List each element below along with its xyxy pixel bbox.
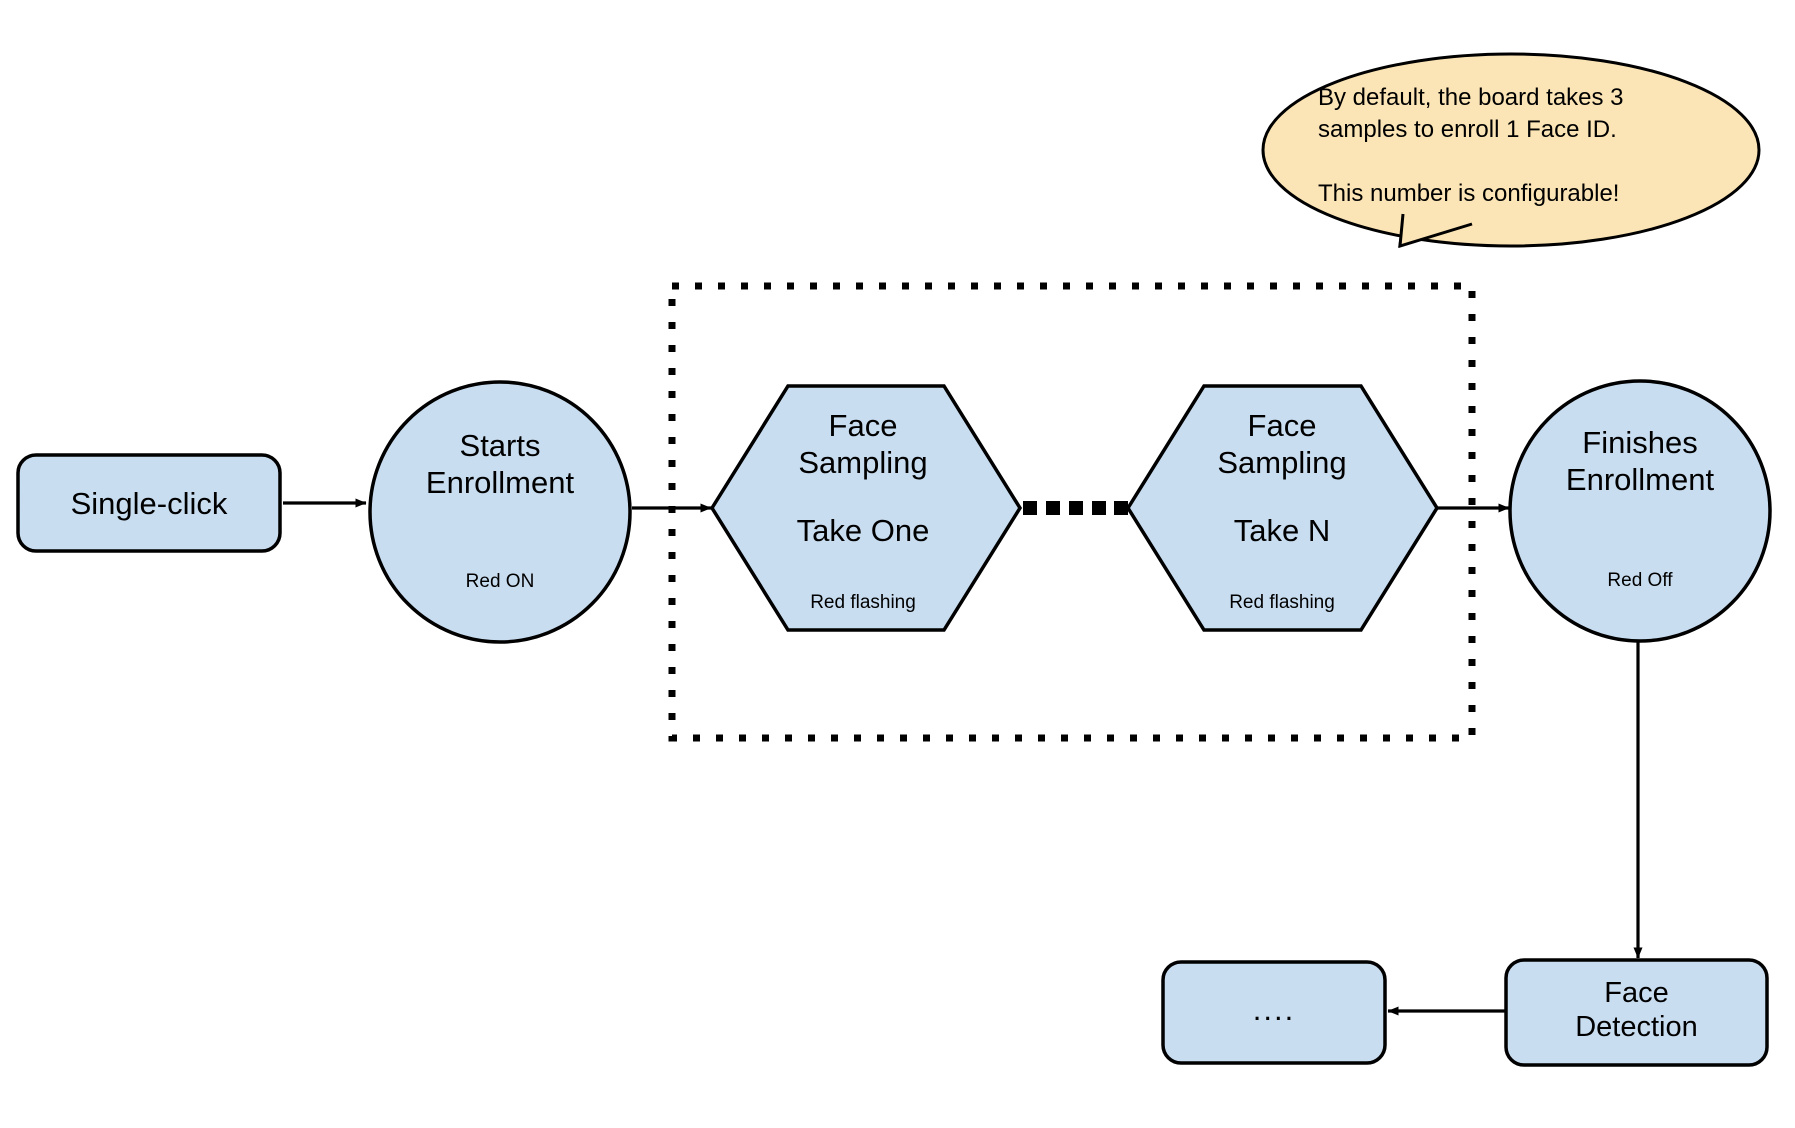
node-finishes-enrollment-shape[interactable]: [1508, 379, 1772, 643]
node-single-click-shape[interactable]: [16, 453, 282, 553]
callout-bubble-shape: [1261, 52, 1761, 249]
sampling-repeat-ellipsis: [1023, 501, 1128, 515]
node-face-sampling-one-shape[interactable]: [709, 384, 1023, 632]
node-face-detection-shape[interactable]: [1504, 958, 1769, 1067]
node-starts-enrollment-shape[interactable]: [368, 380, 632, 644]
sampling-loop-group-border: [668, 282, 1476, 742]
node-continuation-shape[interactable]: [1161, 960, 1387, 1065]
node-face-sampling-n-shape[interactable]: [1125, 384, 1440, 632]
